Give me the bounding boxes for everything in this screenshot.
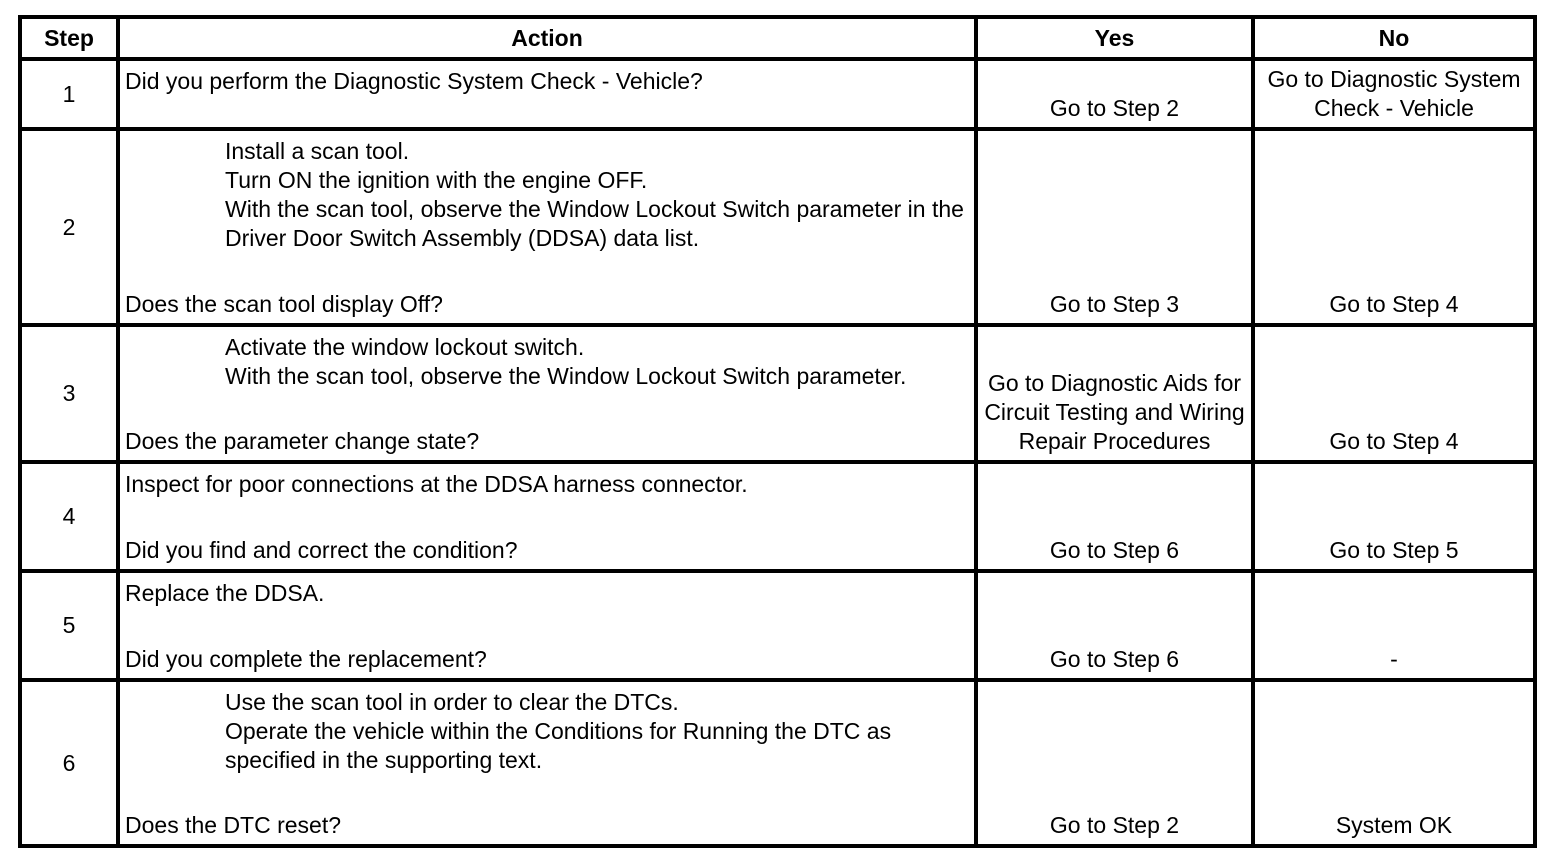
yes-cell: Go to Step 2 xyxy=(974,57,1255,131)
question-text: Did you perform the Diagnostic System Ch… xyxy=(125,68,703,94)
question-text: Did you complete the replacement? xyxy=(125,646,487,672)
step-number: 2 xyxy=(18,127,120,327)
step-number: 6 xyxy=(18,678,120,848)
header-row: Step Action Yes No xyxy=(18,15,1537,61)
no-cell: Go to Step 4 xyxy=(1251,127,1537,327)
question-text: Does the scan tool display Off? xyxy=(125,291,443,317)
instruction-item: Operate the vehicle within the Condition… xyxy=(225,718,892,773)
step-number: 4 xyxy=(18,460,120,573)
action-cell: Activate the window lockout switch. With… xyxy=(116,323,978,464)
step-number: 1 xyxy=(18,57,120,131)
question-text: Does the parameter change state? xyxy=(125,428,480,454)
header-yes: Yes xyxy=(974,15,1255,61)
instruction-item: Install a scan tool. xyxy=(225,138,410,164)
header-action: Action xyxy=(116,15,978,61)
step-number: 5 xyxy=(18,569,120,682)
question-text: Does the DTC reset? xyxy=(125,812,342,838)
table-row: 1 Did you perform the Diagnostic System … xyxy=(18,57,1537,131)
yes-cell: Go to Step 2 xyxy=(974,678,1255,848)
action-cell: Did you perform the Diagnostic System Ch… xyxy=(116,57,978,131)
action-cell: Replace the DDSA. Did you complete the r… xyxy=(116,569,978,682)
no-cell: Go to Step 5 xyxy=(1251,460,1537,573)
action-cell: Use the scan tool in order to clear the … xyxy=(116,678,978,848)
table-row: 3 Activate the window lockout switch. Wi… xyxy=(18,323,1537,464)
instruction-item: Use the scan tool in order to clear the … xyxy=(225,689,679,715)
yes-cell: Go to Step 3 xyxy=(974,127,1255,327)
no-cell: Go to Step 4 xyxy=(1251,323,1537,464)
instruction-text: Replace the DDSA. xyxy=(125,580,325,606)
table-row: 2 Install a scan tool. Turn ON the ignit… xyxy=(18,127,1537,327)
no-cell: Go to Diagnostic System Check - Vehicle xyxy=(1251,57,1537,131)
table-row: 6 Use the scan tool in order to clear th… xyxy=(18,678,1537,848)
diagnostic-table: Step Action Yes No 1 Did you perform the… xyxy=(18,15,1537,848)
table-row: 5 Replace the DDSA. Did you complete the… xyxy=(18,569,1537,682)
instruction-item: With the scan tool, observe the Window L… xyxy=(225,196,964,251)
yes-cell: Go to Step 6 xyxy=(974,460,1255,573)
question-text: Did you find and correct the condition? xyxy=(125,537,518,563)
instruction-item: Activate the window lockout switch. xyxy=(225,334,585,360)
yes-cell: Go to Diagnostic Aids for Circuit Testin… xyxy=(974,323,1255,464)
instruction-list: Use the scan tool in order to clear the … xyxy=(125,688,970,775)
instruction-list: Activate the window lockout switch. With… xyxy=(125,333,970,391)
table-row: 4 Inspect for poor connections at the DD… xyxy=(18,460,1537,573)
action-cell: Install a scan tool. Turn ON the ignitio… xyxy=(116,127,978,327)
instruction-text: Inspect for poor connections at the DDSA… xyxy=(125,471,748,497)
header-step: Step xyxy=(18,15,120,61)
header-no: No xyxy=(1251,15,1537,61)
no-cell: - xyxy=(1251,569,1537,682)
instruction-item: Turn ON the ignition with the engine OFF… xyxy=(225,167,648,193)
yes-cell: Go to Step 6 xyxy=(974,569,1255,682)
action-cell: Inspect for poor connections at the DDSA… xyxy=(116,460,978,573)
no-cell: System OK xyxy=(1251,678,1537,848)
step-number: 3 xyxy=(18,323,120,464)
instruction-list: Install a scan tool. Turn ON the ignitio… xyxy=(125,137,970,253)
instruction-item: With the scan tool, observe the Window L… xyxy=(225,363,907,389)
